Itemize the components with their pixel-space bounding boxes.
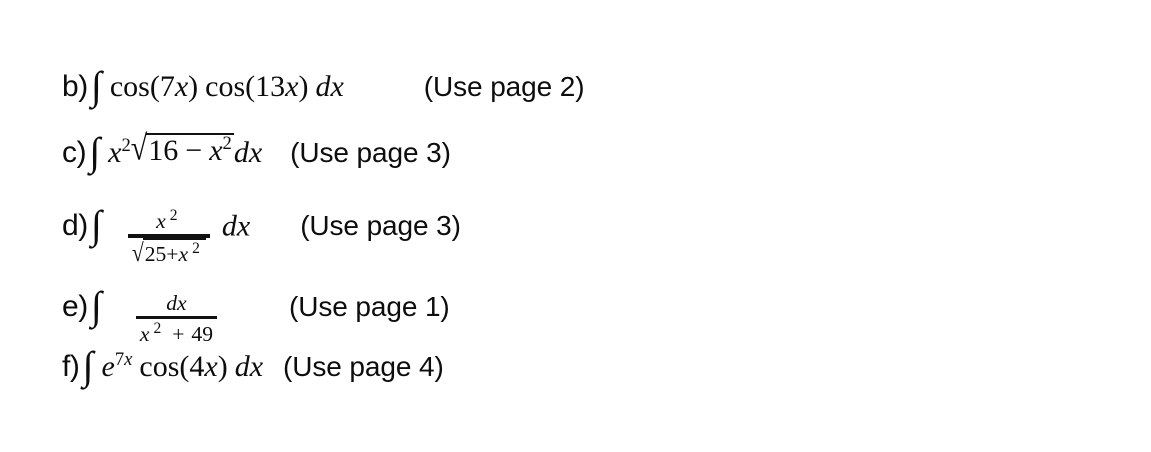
base-e: e: [101, 350, 115, 383]
plus-operator: +: [172, 321, 185, 346]
paren-close: ): [217, 350, 228, 383]
fraction-bar: [135, 315, 217, 319]
variable-x-2: x: [285, 70, 299, 103]
denominator-exponent-2: 2: [153, 319, 162, 337]
coefficient-4: 4: [189, 350, 205, 383]
fraction-numerator: dx: [162, 292, 190, 316]
problem-label-f: f): [62, 350, 80, 383]
coefficient-7: 7: [159, 70, 175, 103]
denominator-variable-x: x: [139, 321, 150, 346]
differential-d: d: [234, 350, 250, 383]
problem-label-c: c): [62, 136, 87, 169]
expression-b: cos(7x)cos(13x)dx: [110, 72, 344, 102]
problem-row-c: c) ∫ x2√16−x2dx (Use page 3): [62, 129, 451, 174]
exponent-variable-x: x: [124, 349, 133, 370]
differential-d: d: [233, 136, 249, 169]
denominator-49: 49: [191, 321, 213, 346]
radicand-variable-x: x: [209, 134, 223, 167]
note-use-page-e: (Use page 1): [289, 291, 450, 323]
radicand-25: 25: [144, 242, 167, 267]
exponent-group: 7x: [115, 349, 133, 370]
problem-label-d: d): [62, 209, 88, 243]
exponent-2-outer: 2: [121, 135, 131, 156]
radicand-exponent-2: 2: [222, 133, 232, 154]
differential-d: d: [221, 209, 237, 243]
numerator-x: x: [177, 291, 187, 315]
radicand-16: 16: [148, 134, 179, 167]
coefficient-13: 13: [255, 70, 286, 103]
note-use-page-b: (Use page 2): [423, 71, 585, 102]
variable-x-1: x: [108, 136, 122, 169]
variable-x-1: x: [174, 70, 189, 103]
radicand: 16−x2: [146, 133, 234, 166]
differential-x: x: [248, 136, 263, 169]
differential-x: x: [330, 70, 344, 103]
radical-icon: √: [130, 129, 148, 168]
minus-operator: −: [185, 134, 203, 167]
paren-close-2: ): [298, 70, 309, 103]
problem-label-e: e): [62, 290, 88, 324]
expression-c: x2√16−x2dx: [108, 131, 263, 169]
note-use-page-f: (Use page 4): [283, 351, 444, 382]
differential-x: x: [249, 350, 264, 383]
plus-operator: +: [166, 242, 179, 267]
paren-close-1: ): [188, 70, 199, 103]
exponent-coefficient-7: 7: [114, 349, 125, 370]
cos-function-1: cos(: [109, 70, 160, 103]
numerator-variable-x: x: [156, 209, 166, 234]
note-use-page-d: (Use page 3): [300, 210, 461, 242]
radical-icon: √: [131, 238, 144, 267]
fraction-bar: [127, 233, 210, 238]
differential-x: x: [236, 209, 251, 243]
numerator-d: d: [166, 291, 178, 315]
problem-label-b: b): [62, 70, 88, 103]
radicand-exponent-2: 2: [192, 239, 200, 257]
differential-d: d: [315, 70, 331, 103]
square-root-group: √16−x2: [131, 131, 234, 168]
cos-function: cos(: [139, 350, 190, 383]
note-use-page-c: (Use page 3): [290, 137, 451, 168]
problem-row-b: b) ∫ cos(7x)cos(13x)dx (Use page 2): [62, 63, 585, 108]
variable-x: x: [204, 350, 218, 383]
numerator-exponent-2: 2: [169, 207, 178, 224]
radicand-variable-x: x: [178, 242, 189, 267]
cos-function-2: cos(: [205, 70, 256, 103]
